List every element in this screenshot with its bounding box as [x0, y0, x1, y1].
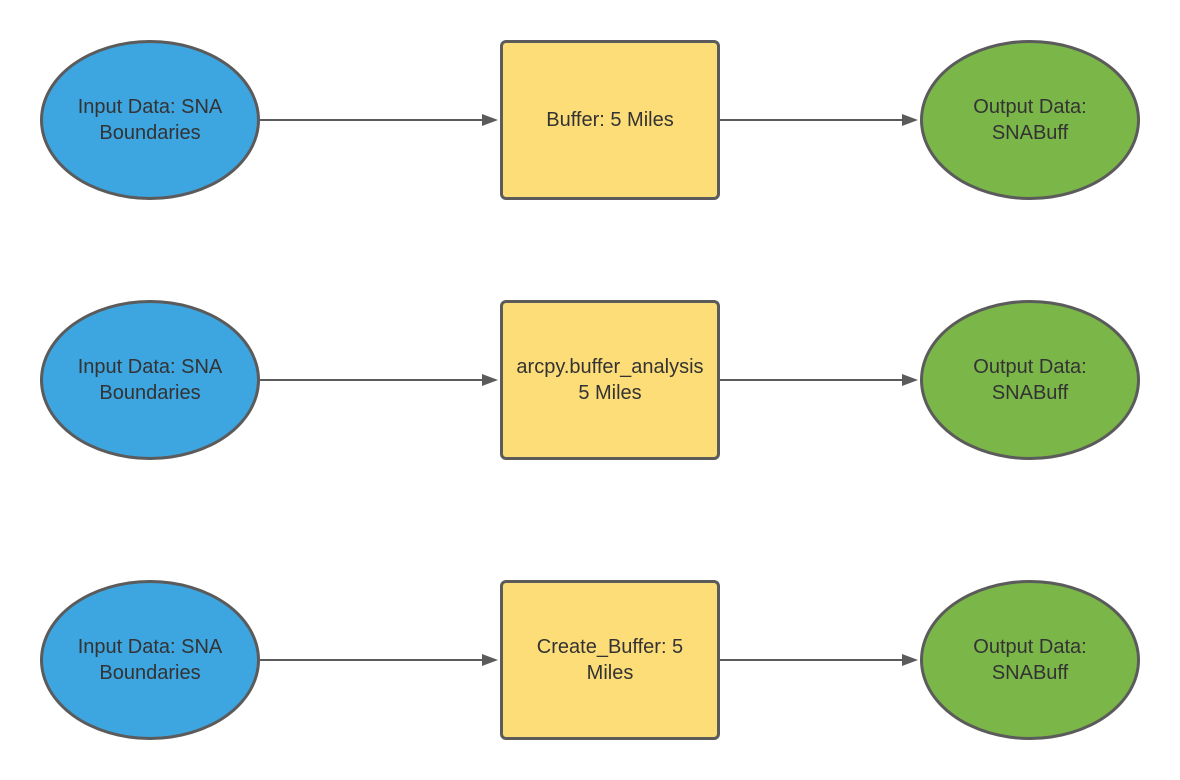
node-label-line: SNABuff	[991, 662, 1069, 684]
node-label-line: Output Data:	[973, 96, 1087, 118]
output-node-3: Output Data: SNABuff	[920, 580, 1140, 740]
node-label-line: Boundaries	[99, 382, 201, 404]
node-label-line: Input Data: SNA	[77, 96, 223, 118]
node-label-line: Create_Buffer: 5	[536, 636, 684, 658]
node-label-line: Buffer: 5 Miles	[546, 109, 674, 131]
node-label-line: 5 Miles	[578, 382, 642, 404]
arrowhead-icon	[482, 114, 498, 126]
node-label-line: Output Data:	[973, 356, 1087, 378]
node-label-line: SNABuff	[991, 122, 1069, 144]
process-node-1: Buffer: 5 Miles	[500, 40, 720, 200]
arrowhead-icon	[902, 114, 918, 126]
node-label-line: Boundaries	[99, 662, 201, 684]
node-label-line: arcpy.buffer_analysis	[516, 356, 704, 378]
node-label-line: Input Data: SNA	[77, 636, 223, 658]
arrowhead-icon	[902, 654, 918, 666]
input-node-2: Input Data: SNA Boundaries	[40, 300, 260, 460]
input-node-1: Input Data: SNA Boundaries	[40, 40, 260, 200]
node-label-line: Boundaries	[99, 122, 201, 144]
arrowhead-icon	[902, 374, 918, 386]
node-label-line: Miles	[586, 662, 634, 684]
arrowhead-icon	[482, 374, 498, 386]
output-node-2: Output Data: SNABuff	[920, 300, 1140, 460]
output-node-1: Output Data: SNABuff	[920, 40, 1140, 200]
node-label-line: SNABuff	[991, 382, 1069, 404]
process-node-3: Create_Buffer: 5 Miles	[500, 580, 720, 740]
input-node-3: Input Data: SNA Boundaries	[40, 580, 260, 740]
node-label-line: Output Data:	[973, 636, 1087, 658]
node-label-line: Input Data: SNA	[77, 356, 223, 378]
arrowhead-icon	[482, 654, 498, 666]
process-node-2: arcpy.buffer_analysis 5 Miles	[500, 300, 720, 460]
